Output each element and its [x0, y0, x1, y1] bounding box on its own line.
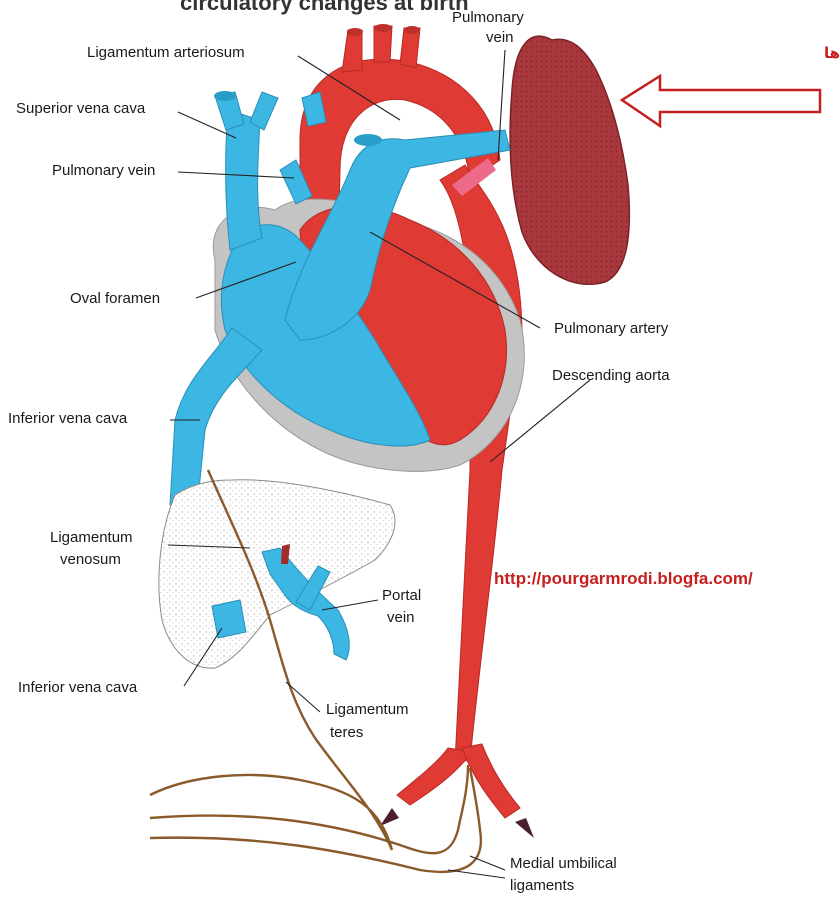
- arch-branch-3-top: [404, 26, 420, 34]
- annotation-arrow: [622, 76, 820, 126]
- iliac-branch-left: [397, 748, 472, 805]
- arch-branch-2-top: [374, 24, 392, 32]
- label-medial-umbilical-1: Medial umbilical: [510, 855, 617, 872]
- arch-branch-1: [342, 30, 362, 72]
- label-pulmonary-artery: Pulmonary artery: [554, 320, 669, 337]
- inferior-vena-cava-lower: [212, 600, 246, 638]
- label-oval-foramen: Oval foramen: [70, 290, 160, 307]
- label-descending-aorta: Descending aorta: [552, 367, 670, 384]
- label-ligamentum-teres-1: Ligamentum: [326, 701, 409, 718]
- pulmonary-trunk-top: [354, 134, 382, 146]
- label-superior-vena-cava: Superior vena cava: [16, 100, 146, 117]
- arch-branch-3: [400, 28, 420, 68]
- arch-branch-1-top: [347, 28, 363, 36]
- label-pulmonary-vein-left: Pulmonary vein: [52, 162, 155, 179]
- website-watermark: http://pourgarmrodi.blogfa.com/: [494, 569, 753, 588]
- flow-arrow-left: [380, 808, 399, 826]
- label-pulmonary-vein-top-1: Pulmonary: [452, 9, 524, 26]
- label-ligamentum-venosum-2: venosum: [60, 551, 121, 568]
- svc-top: [214, 91, 236, 101]
- superior-vena-cava: [226, 110, 262, 250]
- label-portal-vein-1: Portal: [382, 587, 421, 604]
- flow-arrow-right: [515, 818, 534, 838]
- label-portal-vein-2: vein: [387, 609, 415, 626]
- inferior-vena-cava-upper: [170, 328, 262, 505]
- lung: [510, 36, 629, 284]
- leader-ligamentum-teres: [286, 682, 320, 712]
- label-inferior-vena-cava-lower: Inferior vena cava: [18, 679, 138, 696]
- diagram-title: circulatory changes at birth: [180, 0, 469, 15]
- label-inferior-vena-cava-upper: Inferior vena cava: [8, 410, 128, 427]
- label-medial-umbilical-2: ligaments: [510, 877, 574, 894]
- persian-annotation: ۱۱-اکسیژنه شدن خون در ریه ها: [824, 44, 840, 62]
- leader-umbilical-2: [448, 870, 505, 878]
- label-pulmonary-vein-top-2: vein: [486, 29, 514, 46]
- leader-umbilical-1: [470, 856, 505, 870]
- label-ligamentum-arteriosum: Ligamentum arteriosum: [87, 44, 245, 61]
- label-ligamentum-teres-2: teres: [330, 724, 363, 741]
- iliac-branch-right: [462, 744, 520, 818]
- label-ligamentum-venosum-1: Ligamentum: [50, 529, 133, 546]
- svc-branch-right: [250, 92, 278, 130]
